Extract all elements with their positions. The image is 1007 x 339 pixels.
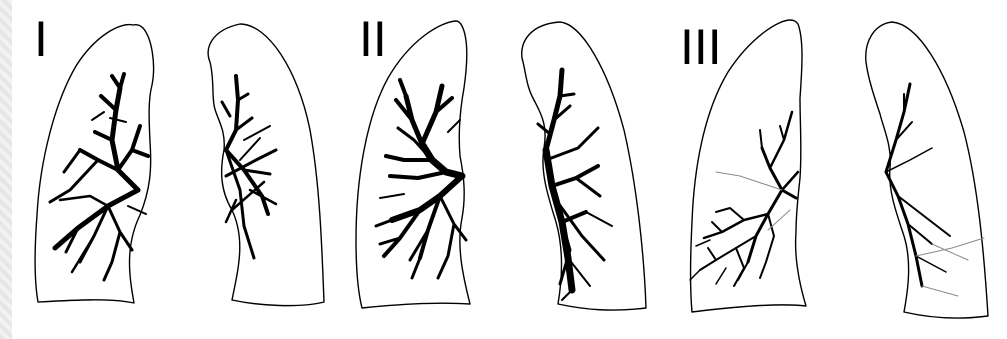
panel-label-3: III — [680, 19, 722, 75]
panel-label-1: I — [34, 11, 48, 67]
panel-1-left-vessels — [222, 76, 276, 258]
panel-3-right-vessels — [690, 112, 798, 286]
panel-3: III — [680, 19, 988, 318]
panel-3-left-vessels — [886, 84, 984, 296]
panel-1: I — [34, 11, 324, 306]
panel-2-left-lung-outline — [522, 22, 646, 310]
panel-2-left-vessels — [538, 70, 612, 300]
panel-2-right-vessels — [376, 80, 466, 278]
panel-label-2: II — [359, 11, 387, 67]
panel-2: II — [356, 11, 646, 310]
panel-3-left-lung-outline — [866, 22, 988, 318]
panel-1-left-lung-outline — [208, 24, 324, 306]
panel-1-right-vessels — [50, 74, 148, 280]
